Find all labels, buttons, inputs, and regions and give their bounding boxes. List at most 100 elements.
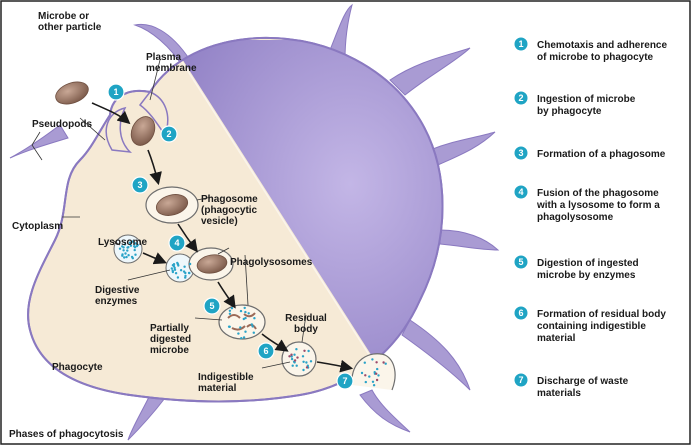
enzyme-dot	[252, 331, 255, 334]
enzyme-dot	[293, 359, 297, 362]
label-phagocyte: Phagocyte	[52, 362, 103, 373]
label-line: Lysosome	[98, 237, 148, 248]
enzyme-dot	[184, 271, 187, 275]
enzyme-dot	[364, 380, 367, 384]
diagram-badge-number: 5	[209, 301, 214, 311]
step-badge-number: 4	[518, 187, 523, 197]
label-line: other particle	[38, 22, 102, 33]
enzyme-dot	[176, 261, 179, 265]
label-cytoplasm: Cytoplasm	[12, 221, 63, 232]
enzyme-dot	[250, 323, 253, 326]
residual-body	[281, 341, 317, 377]
diagram-badge-2: 2	[160, 125, 178, 143]
enzyme-dot	[170, 267, 173, 270]
enzyme-dot	[171, 270, 175, 274]
enzyme-dot	[134, 253, 137, 256]
enzyme-dot	[121, 245, 124, 248]
enzyme-dot	[136, 243, 139, 247]
label-lysosome: Lysosome	[98, 237, 148, 248]
enzyme-dot	[305, 361, 308, 364]
enzyme-dot	[128, 241, 132, 244]
phagosome	[145, 186, 199, 224]
diagram-badge-6: 6	[257, 342, 275, 360]
enzyme-dot	[384, 362, 387, 365]
enzyme-dot	[301, 355, 305, 358]
label-line: digested	[150, 334, 191, 345]
enzyme-dot	[173, 268, 177, 271]
step-line: microbe by enzymes	[537, 270, 636, 281]
enzyme-dot	[237, 332, 240, 335]
enzyme-dot	[230, 307, 234, 310]
enzyme-dot	[130, 255, 134, 259]
enzyme-dot	[122, 249, 125, 252]
diagram-badge-number: 6	[263, 346, 268, 356]
enzyme-dot	[133, 248, 136, 252]
label-line: microbe	[150, 345, 189, 356]
label-line: material	[198, 383, 237, 394]
label-line: Digestive	[95, 285, 140, 296]
leader-lines	[31, 59, 307, 369]
enzyme-dot	[305, 366, 309, 369]
diagram-badge-3: 3	[131, 176, 149, 194]
enzyme-dot	[371, 380, 375, 383]
enzyme-dot	[129, 244, 133, 247]
enzyme-dot	[228, 309, 232, 312]
enzyme-dot	[228, 312, 232, 315]
step-badge-number: 5	[518, 257, 523, 267]
enzyme-dot	[375, 378, 379, 382]
enzyme-dot	[188, 271, 191, 275]
diagram-badge-number: 3	[137, 180, 142, 190]
enzyme-dot	[127, 246, 130, 249]
label-line: (phagocytic	[201, 205, 258, 216]
lysosome	[113, 234, 143, 264]
enzyme-dot	[242, 336, 246, 339]
enzyme-dot	[243, 306, 246, 310]
enzyme-dot	[133, 246, 137, 249]
enzyme-dot	[302, 368, 305, 372]
enzyme-dot	[239, 309, 243, 313]
enzyme-dot	[172, 265, 176, 268]
enzyme-dot	[373, 371, 376, 374]
enzyme-dot	[253, 317, 256, 320]
enzyme-dot	[239, 326, 242, 329]
step-line: by phagocyte	[537, 106, 602, 117]
diagram-badge-number: 7	[342, 376, 347, 386]
enzyme-dot	[123, 243, 127, 246]
step-line: materials	[537, 388, 581, 399]
label-pseudopods: Pseudopods	[32, 119, 92, 130]
step-badge-number: 3	[518, 148, 523, 158]
enzyme-dot	[121, 254, 124, 257]
enzyme-dot	[244, 310, 247, 314]
step-badge-number: 7	[518, 375, 523, 385]
enzyme-dot	[134, 242, 137, 245]
label-line: membrane	[146, 63, 197, 74]
enzyme-dot	[124, 252, 127, 255]
label-line: enzymes	[95, 296, 138, 307]
enzyme-dot	[364, 374, 367, 377]
diagram-badge-number: 2	[166, 129, 171, 139]
enzyme-dot	[118, 247, 122, 250]
diagram-badge-5: 5	[203, 297, 221, 315]
step-line: Chemotaxis and adherence	[537, 40, 667, 51]
enzyme-dot	[295, 364, 298, 367]
enzyme-dot	[125, 255, 128, 259]
step-badge-number: 6	[518, 308, 523, 318]
label-line: Residual	[285, 313, 327, 324]
enzyme-dot	[126, 249, 129, 252]
enzyme-dot	[303, 349, 306, 352]
process-arrows	[91, 102, 354, 373]
waste-discharge	[351, 353, 396, 391]
enzyme-dot	[251, 325, 254, 328]
